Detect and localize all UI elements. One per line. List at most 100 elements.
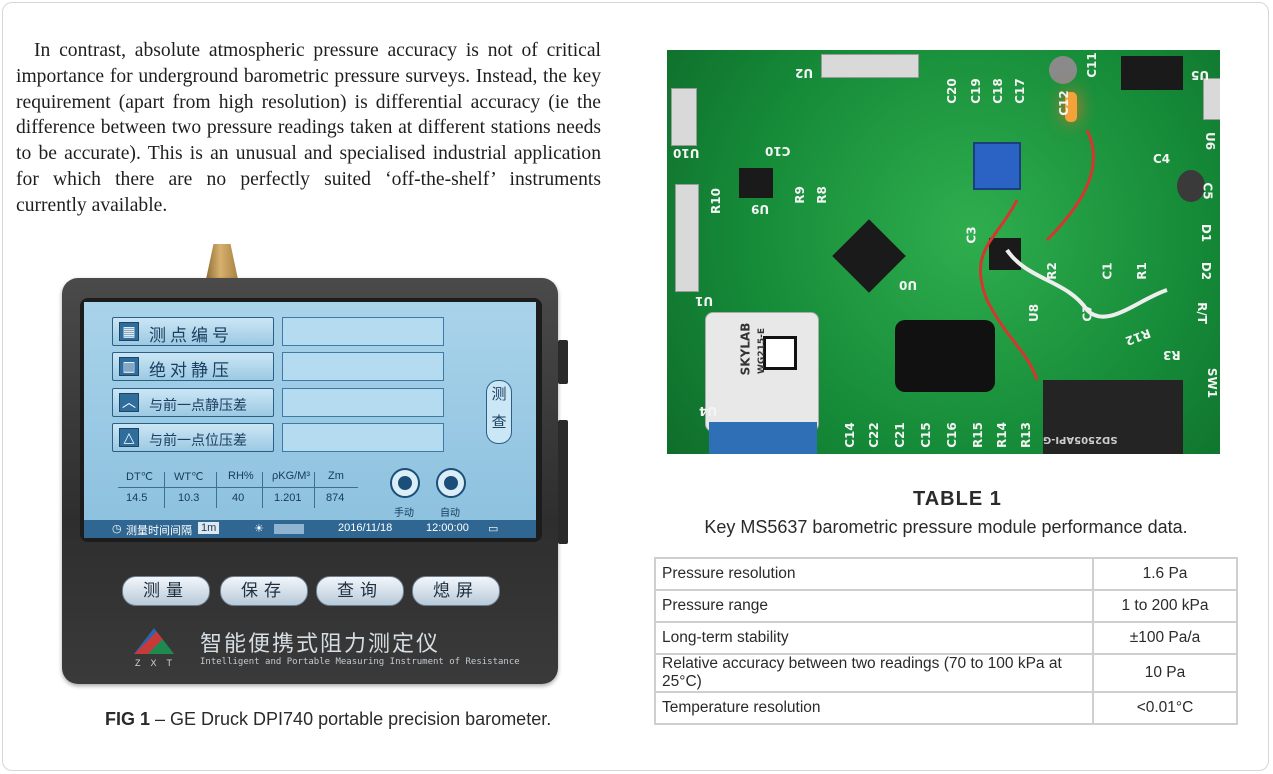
reading-divider	[164, 472, 165, 508]
reading-header: WT℃	[174, 471, 204, 483]
screen-menu-row: ▦ 测点编号	[112, 317, 446, 346]
screen-side-tab-label: 查	[491, 414, 507, 431]
hand-icon	[390, 468, 420, 498]
screen-value-field	[282, 423, 444, 452]
brand-name-cn: 智能便携式阻力测定仪	[200, 631, 441, 656]
spec-table: Pressure resolution 1.6 Pa Pressure rang…	[654, 557, 1238, 725]
table-cell-value: 1 to 200 kPa	[1092, 589, 1238, 623]
pcb-chip	[1121, 56, 1183, 90]
reading-divider	[314, 472, 315, 508]
table-subtitle: Key MS5637 barometric pressure module pe…	[704, 517, 1188, 537]
device-side-button	[558, 420, 568, 544]
pcb-wires	[978, 129, 1168, 381]
table-row: Pressure range 1 to 200 kPa	[654, 589, 1238, 623]
screen-value-field	[282, 352, 444, 381]
pcb-connector	[671, 88, 697, 146]
table-row: Temperature resolution <0.01°C	[654, 691, 1238, 725]
screen-menu-button: ▦ 测点编号	[112, 317, 274, 346]
pcb-wireless-module	[705, 312, 819, 432]
reading-value: 40	[232, 492, 245, 504]
hardware-button: 测量	[122, 576, 210, 606]
screen-readings: DT℃ WT℃ RH% ρKG/M³ Zm 14.5 10.3 40 1.201…	[118, 470, 358, 512]
hardware-button: 保存	[220, 576, 308, 606]
pcb-photo: U2 C20 C19 C18 C17 C11 C12 U5 U6 U10 C10…	[667, 50, 1220, 454]
brand-name-en: Intelligent and Portable Measuring Instr…	[200, 657, 520, 667]
table-cell-value: 1.6 Pa	[1092, 557, 1238, 591]
reading-header: Zm	[328, 470, 344, 482]
reading-divider	[216, 472, 217, 508]
reading-divider	[118, 487, 358, 488]
table-row: Long-term stability ±100 Pa/a	[654, 621, 1238, 655]
pcb-chip	[739, 168, 773, 198]
screen-menu-button: ▥ 绝对静压	[112, 352, 274, 381]
chevron-up-icon: ︿	[119, 393, 139, 412]
round-button-label: 手动	[394, 508, 414, 519]
device-screen: ▦ 测点编号 ▥ 绝对静压 ︿ 与前一点静压差 △ 与前一点位压差 测 查 DT…	[84, 302, 536, 538]
table-cell-parameter: Temperature resolution	[654, 691, 1094, 725]
figure-caption-label: FIG 1	[105, 709, 151, 729]
table-cell-parameter: Pressure resolution	[654, 557, 1094, 591]
table-row: Relative accuracy between two readings (…	[654, 653, 1238, 693]
reading-value: 1.201	[274, 492, 302, 504]
pcb-led	[1065, 92, 1077, 122]
screen-menu-label: 与前一点静压差	[149, 397, 247, 413]
body-paragraph: In contrast, absolute atmospheric pressu…	[16, 38, 601, 219]
pcb-capacitor	[1049, 56, 1077, 84]
brightness-selector	[274, 524, 304, 534]
target-icon	[436, 468, 466, 498]
body-paragraph-text: In contrast, absolute atmospheric pressu…	[16, 40, 601, 216]
reading-header: ρKG/M³	[272, 470, 311, 482]
screen-menu-label: 测点编号	[149, 326, 233, 345]
reading-value: 14.5	[126, 492, 148, 504]
table-cell-value: ±100 Pa/a	[1092, 621, 1238, 655]
figure-caption: FIG 1 – GE Druck DPI740 portable precisi…	[105, 709, 551, 730]
triangle-up-icon: △	[119, 428, 139, 447]
device-side-button	[558, 340, 568, 384]
reading-value: 874	[326, 492, 345, 504]
table-cell-parameter: Long-term stability	[654, 621, 1094, 655]
hardware-button: 查询	[316, 576, 404, 606]
table-title: TABLE 1	[913, 488, 1002, 510]
pcb-capacitor	[895, 320, 995, 392]
screen-menu-button: △ 与前一点位压差	[112, 423, 274, 452]
screen-menu-label: 与前一点位压差	[149, 432, 247, 448]
screen-menu-row: ▥ 绝对静压	[112, 352, 446, 381]
pcb-chip	[989, 238, 1021, 270]
screen-menu-row: △ 与前一点位压差	[112, 423, 446, 452]
pcb-connector	[821, 54, 919, 78]
brand-logo-letters: ZXT	[135, 658, 182, 668]
round-button-label: 自动	[440, 508, 460, 519]
table-cell-parameter: Pressure range	[654, 589, 1094, 623]
status-time: 12:00:00	[426, 522, 469, 534]
table-cell-value: <0.01°C	[1092, 691, 1238, 725]
screen-side-tab-label: 测	[491, 386, 507, 403]
pcb-connector	[1203, 78, 1220, 120]
screen-menu-row: ︿ 与前一点静压差	[112, 388, 446, 417]
figure-caption-text: – GE Druck DPI740 portable precision bar…	[150, 709, 552, 729]
hardware-button: 熄屏	[412, 576, 500, 606]
screen-status-bar: ◷ 测量时间间隔 1m ☀ 2016/11/18 12:00:00 ▭	[84, 520, 536, 538]
pcb-potentiometer	[973, 142, 1021, 190]
clock-icon: ◷	[112, 523, 122, 535]
screen-value-field	[282, 388, 444, 417]
sun-icon: ☀	[254, 523, 264, 535]
table-cell-parameter: Relative accuracy between two readings (…	[654, 653, 1094, 693]
reading-value: 10.3	[178, 492, 200, 504]
battery-icon: ▭	[488, 523, 499, 535]
pcb-connector	[675, 184, 699, 292]
reading-header: DT℃	[126, 471, 154, 483]
gauge-icon: ▥	[119, 357, 139, 376]
pcb-module	[1043, 380, 1183, 454]
status-date: 2016/11/18	[338, 522, 393, 534]
interval-value: 1m	[198, 522, 220, 534]
pcb-label: C4	[1153, 152, 1171, 166]
pcb-capacitor	[1177, 170, 1205, 202]
qr-code-icon	[763, 336, 797, 370]
interval-label: 测量时间间隔	[126, 525, 192, 537]
reading-header: RH%	[228, 470, 254, 482]
table-cell-value: 10 Pa	[1092, 653, 1238, 693]
screen-value-field	[282, 317, 444, 346]
screen-side-tab: 测 查	[486, 380, 512, 444]
pcb-antenna-trace	[709, 422, 817, 454]
screen-menu-label: 绝对静压	[149, 361, 233, 380]
